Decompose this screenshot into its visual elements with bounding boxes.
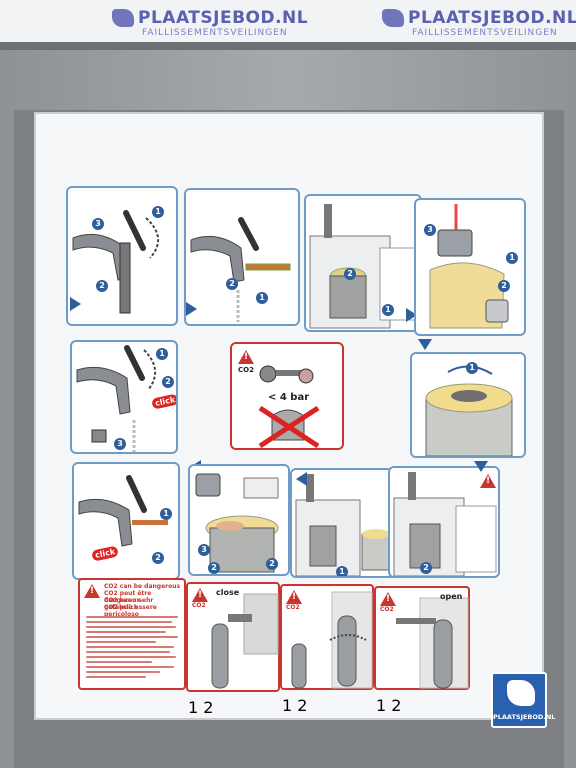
step-panel-keg-top: 1 (410, 352, 526, 458)
valve-open-label: open (440, 592, 463, 601)
watermark-sub: FAILLISSEMENTSVEILINGEN (412, 28, 558, 38)
flow-arrow (296, 472, 307, 486)
step-number: 2 (420, 562, 432, 574)
step-panel-fridge-remove: 1 (290, 468, 398, 578)
step-panel-keg-coupler: 3 1 2 (414, 198, 526, 336)
warning-triangle-icon (84, 584, 100, 598)
remove-coupler-illustration (195, 473, 279, 573)
step-number: 2 (203, 698, 214, 717)
brand-logo-icon (112, 9, 134, 27)
tap-close-illustration (78, 475, 168, 547)
brand-logo-icon (382, 9, 404, 27)
step-number: 1 (160, 508, 172, 520)
cylinder-chain-illustration (291, 591, 373, 689)
warning-triangle-icon (480, 474, 496, 488)
watermark-banner: PLAATSJEBOD.NL FAILLISSEMENTSVEILINGEN P… (0, 0, 576, 48)
step-number: 1 (152, 206, 164, 218)
hose-illustration (190, 217, 291, 322)
flow-arrow (406, 308, 417, 322)
step-panel-tap-close: 1 2 click (72, 462, 180, 580)
co2-label: CO2 (238, 366, 254, 374)
step-number: 2 (162, 376, 174, 388)
flow-arrow (186, 302, 197, 316)
warning-line: CO2 può essere pericoloso (104, 604, 157, 618)
step-number: 1 (506, 252, 518, 264)
step-number: 3 (198, 544, 210, 556)
step-panel-remove-coupler: 3 2 2 (188, 464, 290, 576)
valve-open-panel: CO2 open 1 2 (374, 586, 470, 715)
warning-line: CO2 peut être dangereux (104, 590, 152, 604)
cylinder-close-illustration (211, 593, 279, 689)
pressure-label: < 4 bar (268, 392, 310, 403)
step-number: 1 (256, 292, 268, 304)
co2-label: CO2 (286, 604, 300, 611)
warning-triangle-icon (238, 350, 254, 364)
flow-arrow (70, 297, 81, 311)
step-number: 2 (226, 278, 238, 290)
chain-cylinder-panel: CO2 1 2 (280, 584, 374, 715)
flow-arrow (418, 339, 432, 350)
step-number: 2 (96, 280, 108, 292)
step-panel-connect-hose: 2 1 (184, 188, 300, 326)
fridge-illustration (309, 204, 419, 329)
step-number: 3 (114, 438, 126, 450)
brand-logo-icon (507, 680, 535, 706)
warning-line: CO2 can be dangerous (104, 583, 181, 590)
regulator-illustration (258, 365, 320, 448)
watermark-brand: PLAATSJEBOD.NL (408, 8, 576, 28)
fine-print (86, 616, 180, 681)
step-number: 2 (152, 552, 164, 564)
step-number: 1 (376, 696, 387, 715)
keg-top-illustration (425, 365, 513, 456)
warning-triangle-icon (380, 592, 396, 606)
step-panel-tap-click: 1 2 3 click (70, 340, 178, 454)
instruction-poster: 1 2 3 2 1 2 1 3 1 (34, 112, 544, 720)
watermark-2: PLAATSJEBOD.NL FAILLISSEMENTSVEILINGEN (382, 8, 576, 38)
step-number: 2 (344, 268, 356, 280)
co2-label: CO2 (380, 606, 394, 613)
coupler-illustration (429, 204, 509, 329)
step-number: 2 (297, 696, 308, 715)
step-number: 3 (92, 218, 104, 230)
step-number: 2 (208, 562, 220, 574)
step-panel-tap-open: 1 2 3 (66, 186, 178, 326)
step-number: 1 (156, 348, 168, 360)
valve-close-panel: CO2 close 1 2 (186, 582, 280, 717)
corner-logo-text: PLAATSJEBOD.NL (493, 713, 556, 721)
step-panel-fridge: 2 1 (304, 194, 422, 332)
step-number: 1 (466, 362, 478, 374)
watermark-1: PLAATSJEBOD.NL FAILLISSEMENTSVEILINGEN (112, 8, 309, 38)
step-number: 1 (282, 696, 293, 715)
step-panel-fridge-insert: 2 (388, 466, 500, 578)
co2-pressure-panel: CO2 < 4 bar (230, 342, 344, 450)
valve-close-label: close (216, 588, 240, 597)
co2-label: CO2 (192, 602, 206, 609)
warning-triangle-icon (192, 588, 208, 602)
step-number: 1 (382, 304, 394, 316)
co2-warning-text-panel: CO2 can be dangerous CO2 peut être dange… (78, 578, 186, 690)
tap-click-illustration (76, 345, 156, 452)
watermark-brand: PLAATSJEBOD.NL (138, 8, 309, 28)
step-number: 2 (391, 696, 402, 715)
cylinder-open-illustration (396, 597, 469, 689)
step-number: 1 (188, 698, 199, 717)
step-number: 3 (424, 224, 436, 236)
step-number: 2 (498, 280, 510, 292)
warning-line: CO2 kann sehr gefährlich (104, 597, 154, 611)
tap-illustration (72, 210, 159, 314)
watermark-sub: FAILLISSEMENTSVEILINGEN (142, 28, 288, 38)
fridge-remove-illustration (295, 474, 391, 576)
step-number: 1 (336, 566, 348, 576)
brand-corner-logo: PLAATSJEBOD.NL (491, 672, 556, 728)
warning-triangle-icon (286, 590, 302, 604)
step-number: 2 (266, 558, 278, 570)
flow-arrow (474, 461, 488, 472)
